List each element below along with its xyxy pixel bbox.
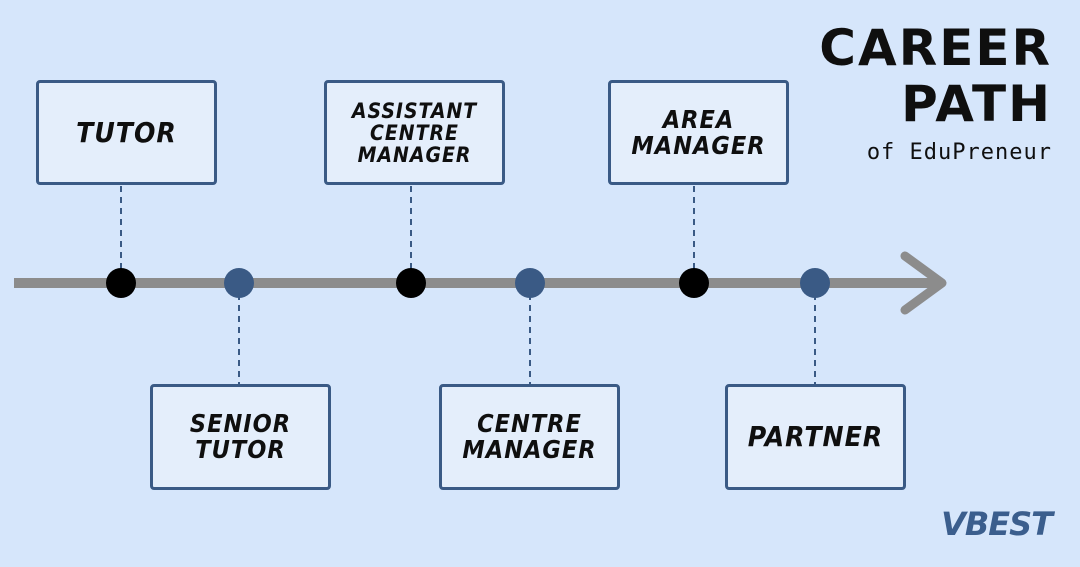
stage-label: SENIOR TUTOR — [189, 409, 292, 464]
stage-label: TUTOR — [76, 115, 177, 149]
timeline-dot — [515, 268, 545, 298]
timeline-dot — [800, 268, 830, 298]
stage-label: CENTRE MANAGER — [462, 409, 597, 464]
stage-label: PARTNER — [747, 420, 884, 453]
timeline-dot — [679, 268, 709, 298]
vbest-logo: VBEST — [941, 505, 1053, 543]
timeline-dot — [224, 268, 254, 298]
arrow-head-icon — [900, 251, 947, 315]
stage-box-assistant-centre-manager: ASSISTANT CENTRE MANAGER — [324, 80, 505, 185]
stage-box-centre-manager: CENTRE MANAGER — [439, 384, 620, 490]
title-career: CAREER — [819, 19, 1052, 77]
stage-label: ASSISTANT CENTRE MANAGER — [351, 98, 478, 167]
timeline-dot — [396, 268, 426, 298]
subtitle: of EduPreneur — [866, 140, 1052, 165]
title-path: PATH — [901, 75, 1052, 133]
title-block: CAREER PATH of EduPreneur — [819, 20, 1052, 165]
stage-box-tutor: TUTOR — [36, 80, 217, 185]
stage-label: AREA MANAGER — [631, 104, 766, 160]
timeline-dot — [106, 268, 136, 298]
stage-box-area-manager: AREA MANAGER — [608, 80, 789, 185]
stage-box-partner: PARTNER — [725, 384, 906, 490]
stage-box-senior-tutor: SENIOR TUTOR — [150, 384, 331, 490]
